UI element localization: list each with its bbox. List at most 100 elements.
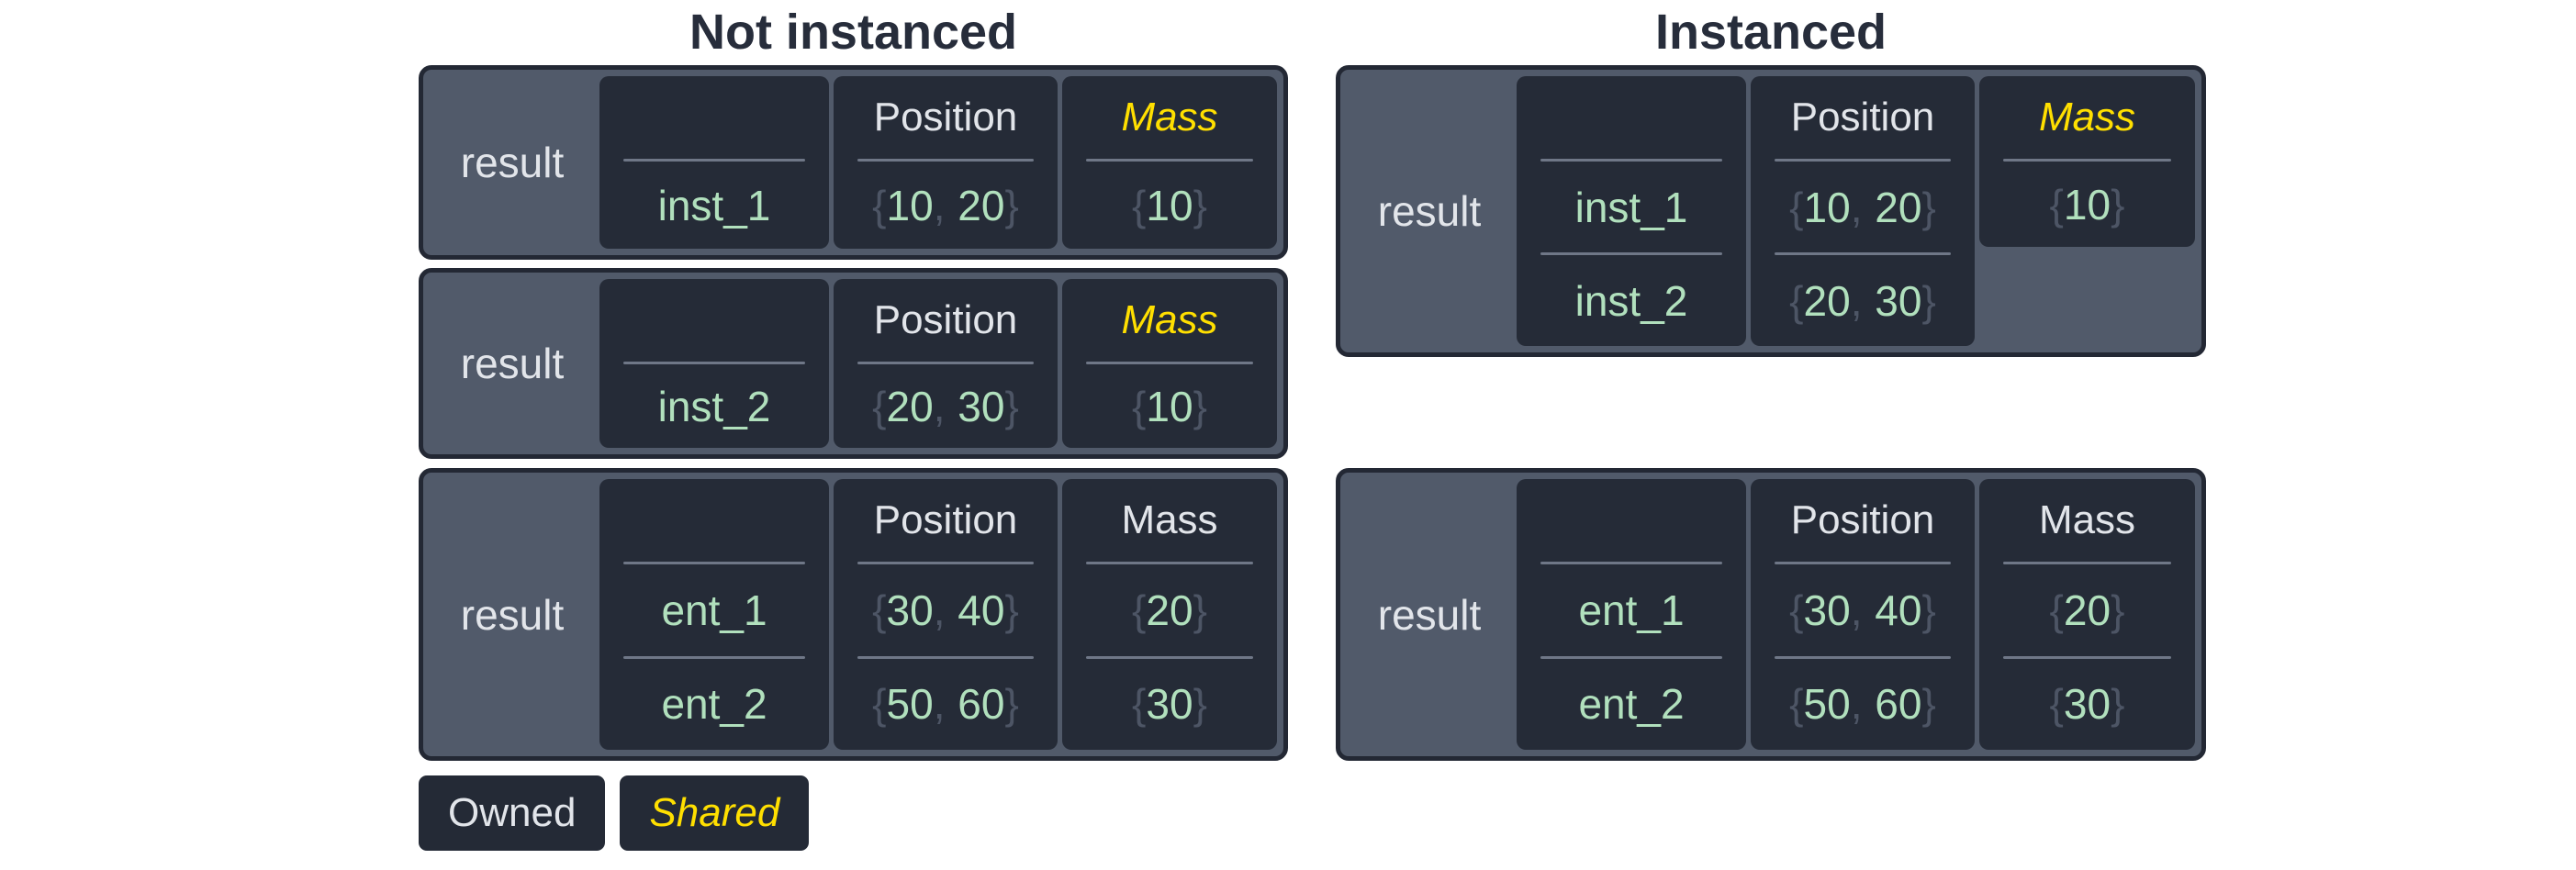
- open-brace: {: [1132, 680, 1147, 729]
- entity-name: inst_2: [657, 382, 771, 430]
- open-brace: {: [1132, 382, 1147, 430]
- position-value: {50,60}: [1751, 659, 1975, 751]
- entity-name: inst_1: [1574, 183, 1688, 231]
- mass-value: {10}: [1062, 162, 1277, 249]
- legend-shared-label: Shared: [649, 790, 780, 835]
- entity-column-header: [599, 279, 829, 362]
- divider: [1540, 655, 1722, 659]
- position-y: 20: [958, 181, 1005, 229]
- divider: [623, 159, 805, 162]
- entity-column-header: [599, 479, 829, 562]
- position-x: 20: [1803, 276, 1851, 325]
- instanced-title: Instanced: [1654, 5, 1887, 60]
- close-brace: }: [1193, 586, 1207, 634]
- open-brace: {: [1132, 181, 1147, 229]
- position-column: Position {10,20} {20,30}: [1751, 76, 1975, 346]
- entity-column: inst_1: [599, 76, 829, 249]
- entity-column: inst_1 inst_2: [1517, 76, 1746, 346]
- divider: [857, 159, 1034, 162]
- divider: [1086, 655, 1253, 659]
- mass-value: {20}: [1979, 564, 2195, 656]
- mass-amount: 20: [1146, 586, 1193, 634]
- divider: [1775, 655, 1951, 659]
- divider: [1086, 362, 1253, 364]
- close-brace: }: [1004, 586, 1019, 634]
- mass-amount: 10: [1146, 181, 1193, 229]
- close-brace: }: [1004, 680, 1019, 729]
- divider: [857, 562, 1034, 564]
- divider: [1775, 562, 1951, 564]
- entity-column-header: [599, 76, 829, 159]
- divider: [1775, 252, 1951, 255]
- mass-amount: 30: [1146, 680, 1193, 729]
- close-brace: }: [1004, 181, 1019, 229]
- open-brace: {: [1789, 680, 1804, 729]
- position-column: Position {20,30}: [834, 279, 1058, 448]
- position-value: {30,40}: [834, 564, 1058, 656]
- open-brace: {: [872, 181, 887, 229]
- comma: ,: [933, 181, 946, 229]
- legend-owned-label: Owned: [448, 790, 577, 835]
- close-brace: }: [1004, 382, 1019, 430]
- open-brace: {: [2049, 586, 2064, 634]
- divider: [623, 362, 805, 364]
- divider: [1086, 562, 1253, 564]
- divider: [2003, 562, 2171, 564]
- position-value: {30,40}: [1751, 564, 1975, 656]
- mass-amount: 10: [2063, 180, 2111, 229]
- open-brace: {: [2049, 180, 2064, 229]
- legend-shared: Shared: [620, 775, 810, 851]
- position-y: 60: [1875, 680, 1922, 729]
- mass-amount: 10: [1146, 382, 1193, 430]
- position-x: 30: [886, 586, 934, 634]
- mass-column: Mass {20} {30}: [1979, 479, 2195, 750]
- entity-column: ent_1 ent_2: [1517, 479, 1746, 750]
- mass-header-shared: Mass: [2038, 95, 2136, 139]
- comma: ,: [1850, 183, 1863, 231]
- entity-column: inst_2: [599, 279, 829, 448]
- comma: ,: [933, 586, 946, 634]
- divider: [857, 362, 1034, 364]
- mass-column: Mass {10}: [1062, 76, 1277, 249]
- mass-header: Mass: [2038, 497, 2136, 542]
- mass-value: {10}: [1979, 162, 2195, 247]
- result-table-instanced-2: result ent_1 ent_2 Position {30,40} {50,…: [1336, 468, 2206, 761]
- position-header: Position: [1790, 497, 1935, 542]
- position-x: 20: [886, 382, 934, 430]
- position-x: 50: [1803, 680, 1851, 729]
- close-brace: }: [1921, 276, 1936, 325]
- close-brace: }: [1193, 181, 1207, 229]
- position-header: Position: [1790, 95, 1935, 139]
- close-brace: }: [2111, 180, 2125, 229]
- divider: [1086, 159, 1253, 162]
- entity-column-header: [1517, 479, 1746, 562]
- position-value: {50,60}: [834, 659, 1058, 751]
- open-brace: {: [2049, 680, 2064, 729]
- divider: [2003, 159, 2171, 162]
- mass-column-shared: Mass {10}: [1979, 76, 2195, 346]
- mass-amount: 20: [2063, 586, 2111, 634]
- position-column: Position {30,40} {50,60}: [1751, 479, 1975, 750]
- mass-amount: 30: [2063, 680, 2111, 729]
- position-y: 30: [958, 382, 1005, 430]
- position-column: Position {30,40} {50,60}: [834, 479, 1058, 750]
- mass-value: {30}: [1062, 659, 1277, 751]
- open-brace: {: [1789, 586, 1804, 634]
- position-x: 30: [1803, 586, 1851, 634]
- open-brace: {: [1789, 183, 1804, 231]
- not-instanced-title: Not instanced: [689, 5, 1018, 60]
- entity-column: ent_1 ent_2: [599, 479, 829, 750]
- position-x: 10: [886, 181, 934, 229]
- position-value: {20,30}: [1751, 255, 1975, 346]
- divider: [1540, 252, 1722, 255]
- position-x: 50: [886, 680, 934, 729]
- position-value: {20,30}: [834, 364, 1058, 448]
- divider: [1540, 159, 1722, 162]
- result-label: result: [1377, 590, 1482, 639]
- divider: [623, 655, 805, 659]
- comma: ,: [1850, 586, 1863, 634]
- divider: [1775, 159, 1951, 162]
- mass-value: {20}: [1062, 564, 1277, 656]
- comma: ,: [1850, 680, 1863, 729]
- position-y: 40: [1875, 586, 1922, 634]
